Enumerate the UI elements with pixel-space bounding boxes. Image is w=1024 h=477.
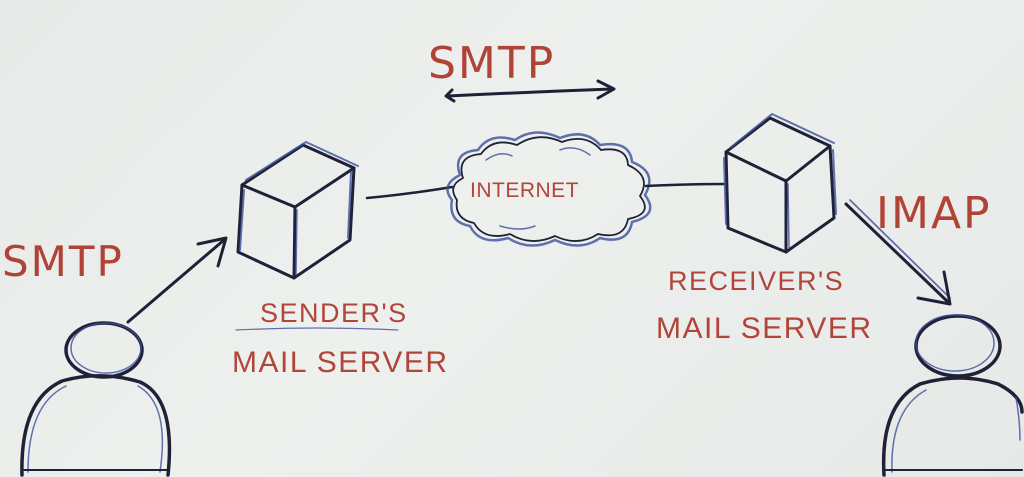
receiver-user-icon xyxy=(881,314,1024,477)
receiver-label-line1: RECEIVER'S xyxy=(668,266,844,296)
receiver-server-label: RECEIVER'S MAIL SERVER xyxy=(656,266,873,345)
receiver-server-cube-icon xyxy=(723,113,837,254)
internet-cloud-icon: INTERNET xyxy=(446,131,652,247)
internet-label: INTERNET xyxy=(470,179,579,202)
link-internet-receiver xyxy=(644,182,726,188)
arrow-user-to-sender-server-icon xyxy=(126,236,228,324)
sender-label-line1: SENDER'S xyxy=(260,298,408,328)
double-arrow-icon xyxy=(444,79,616,103)
sender-user-icon xyxy=(20,321,172,477)
arrow-receiver-server-to-user-icon xyxy=(844,199,952,306)
smtp-top-group: SMTP xyxy=(428,38,616,103)
receiver-label-line2: MAIL SERVER xyxy=(656,312,873,345)
sender-label-line2: MAIL SERVER xyxy=(232,346,449,379)
sender-server-label: SENDER'S MAIL SERVER xyxy=(232,298,449,379)
link-sender-internet xyxy=(365,185,454,200)
imap-label: IMAP xyxy=(876,188,992,239)
sender-server-cube-icon xyxy=(236,141,359,280)
smtp-top-label: SMTP xyxy=(428,38,555,89)
smtp-left-label: SMTP xyxy=(2,237,124,286)
